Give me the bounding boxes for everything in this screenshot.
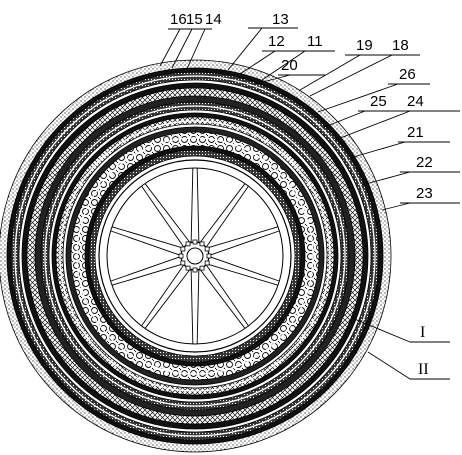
spoke-9-r [205, 185, 249, 248]
gear-tooth-4 [192, 267, 198, 273]
spoke-5-l [111, 263, 184, 286]
gear-tooth-10 [192, 239, 198, 245]
leader-lines [159, 27, 460, 380]
wheel-hub [98, 159, 292, 353]
label-18: 18 [392, 37, 409, 54]
label-25: 25 [370, 93, 387, 110]
gear-tooth-12 [204, 246, 210, 252]
spoke-2-r [199, 268, 246, 329]
label-16: 16 [170, 11, 187, 28]
label-13: 13 [272, 11, 289, 28]
spokes [110, 168, 280, 344]
ring-separator-1 [14, 75, 376, 437]
spoke-8-r [196, 168, 200, 243]
spoke-5-r [110, 256, 182, 282]
spoke-7-l [141, 185, 185, 248]
gear-tooth-1 [206, 253, 212, 259]
label-11: 11 [307, 33, 323, 50]
reference-labels: 16 15 14 13 12 11 19 18 20 26 25 24 21 2… [170, 11, 433, 378]
gear-tooth-2 [204, 260, 210, 266]
spoke-3-l [196, 269, 200, 344]
ring-separator-4 [76, 137, 314, 375]
spoke-10-r [208, 230, 280, 256]
label-II: II [418, 361, 429, 378]
label-20: 20 [281, 57, 298, 74]
label-12: 12 [268, 33, 285, 50]
hub-gear-teeth [178, 239, 212, 273]
gear-tooth-6 [180, 260, 186, 266]
gear-tooth-9 [185, 241, 191, 247]
spoke-6-l [110, 230, 182, 256]
spoke-7-r [144, 183, 191, 244]
gear-tooth-11 [199, 241, 205, 247]
ring-separator-2 [44, 105, 346, 407]
hub-axle [186, 247, 204, 265]
label-14: 14 [205, 11, 222, 28]
gear-tooth-7 [178, 253, 184, 259]
spoke-1-l [208, 256, 280, 282]
spoke-8-l [190, 168, 194, 243]
gear-tooth-8 [180, 246, 186, 252]
spoke-3-r [190, 269, 194, 344]
gear-tooth-3 [199, 265, 205, 271]
spoke-1-r [206, 263, 279, 286]
spoke-9-l [199, 183, 246, 244]
spoke-2-l [205, 264, 249, 327]
spoke-4-r [141, 264, 185, 327]
label-19: 19 [356, 37, 373, 54]
spoke-6-r [111, 226, 184, 249]
label-24: 24 [407, 93, 424, 110]
spoke-10-l [206, 226, 279, 249]
label-15: 15 [186, 11, 203, 28]
label-22: 22 [416, 154, 433, 171]
gear-tooth-5 [185, 265, 191, 271]
label-26: 26 [399, 66, 416, 83]
label-23: 23 [416, 185, 433, 202]
ring-separator-3 [59, 120, 331, 392]
label-21: 21 [407, 124, 424, 141]
spoke-4-l [144, 268, 191, 329]
label-I: I [420, 324, 425, 341]
